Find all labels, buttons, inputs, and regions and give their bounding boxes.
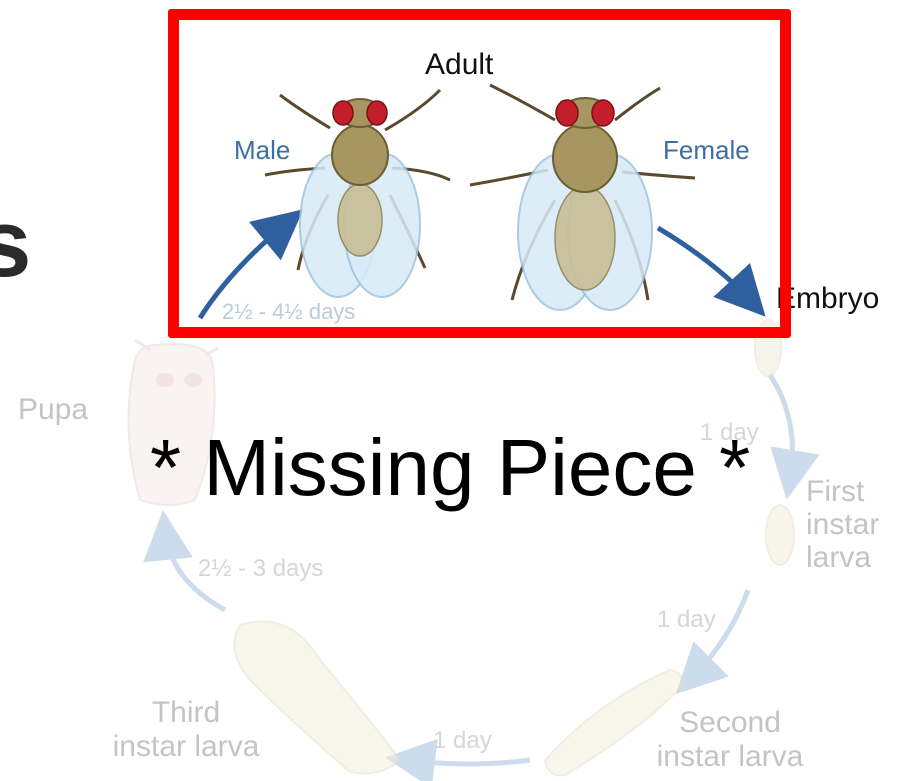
label-first-instar-line1: First xyxy=(806,475,879,508)
arrow-first-to-second xyxy=(690,590,748,680)
first-instar-larva-illustration xyxy=(766,505,794,565)
label-second-instar-larva: Second instar larva xyxy=(620,706,840,774)
label-third-instar-larva: Third instar larva xyxy=(86,696,286,764)
label-duration-second-to-third: 1 day xyxy=(433,729,492,753)
missing-piece-text: * Missing Piece * xyxy=(150,428,750,508)
label-pupa: Pupa xyxy=(18,395,88,425)
label-first-instar-line2: instar xyxy=(806,508,879,541)
label-second-instar-line2: instar larva xyxy=(620,740,840,774)
label-second-instar-line1: Second xyxy=(620,706,840,740)
highlight-box xyxy=(168,9,791,338)
label-first-instar-larva: First instar larva xyxy=(806,475,879,574)
label-duration-first-to-second: 1 day xyxy=(657,608,716,632)
label-third-instar-line1: Third xyxy=(86,696,286,730)
label-first-instar-line3: larva xyxy=(806,541,879,574)
label-duration-third-to-pupa: 2½ - 3 days xyxy=(198,557,323,581)
arrow-second-to-third xyxy=(405,760,530,764)
arrow-embryo-to-first xyxy=(770,375,793,480)
label-embryo: Embryo xyxy=(776,284,879,314)
label-third-instar-line2: instar larva xyxy=(86,730,286,764)
